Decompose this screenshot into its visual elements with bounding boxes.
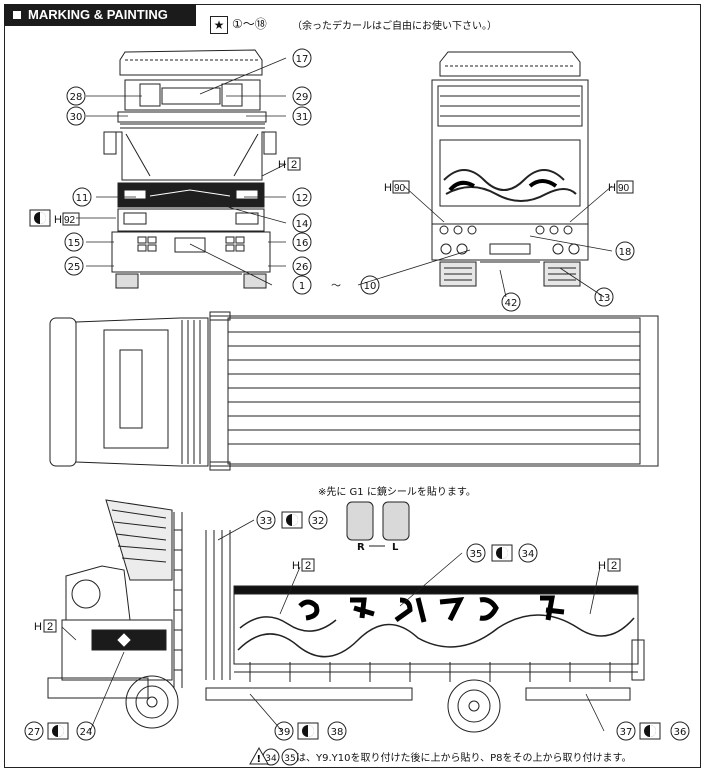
callout-36: 36	[674, 727, 687, 738]
front-view	[103, 49, 277, 289]
h92-label-num: 92	[64, 215, 76, 226]
callout-34-bottom: 34	[265, 754, 277, 764]
callout-25: 25	[68, 262, 81, 273]
callout-11: 11	[76, 193, 89, 204]
callout-39: 39	[278, 727, 291, 738]
mirror-label-l: L	[392, 542, 399, 553]
callout-33: 33	[260, 516, 273, 527]
callout-14: 14	[296, 219, 309, 230]
callout-29: 29	[296, 92, 309, 103]
h2-label-cab-num: 2	[47, 621, 53, 633]
star-icon: ★	[210, 16, 228, 34]
h90-label-left: H	[384, 182, 392, 194]
h2-label-front-num: 2	[291, 159, 297, 171]
rear-view	[431, 51, 589, 287]
callout-27: 27	[28, 727, 41, 738]
callout-32: 32	[312, 516, 325, 527]
callout-37: 37	[620, 727, 633, 738]
callout-31: 31	[296, 112, 309, 123]
h90-label-left-num: 90	[394, 183, 406, 194]
callout-30: 30	[70, 112, 83, 123]
section-header: MARKING & PAINTING	[4, 4, 196, 26]
callout-34: 34	[522, 549, 535, 560]
callout-42: 42	[505, 298, 518, 309]
callout-17: 17	[296, 54, 309, 65]
callout-35: 35	[470, 549, 483, 560]
callout-28: 28	[70, 92, 83, 103]
h2-label-front: H	[278, 159, 286, 171]
mirror-sticker-note: ※先に G1 に鏡シールを貼ります。	[318, 487, 476, 498]
header-title: MARKING & PAINTING	[28, 7, 168, 22]
callout-38: 38	[331, 727, 344, 738]
callout-15: 15	[68, 238, 81, 249]
warning-icon: !	[249, 746, 269, 765]
callout-10: 10	[364, 281, 377, 292]
callout-1: 1	[299, 281, 305, 292]
top-view	[49, 311, 659, 471]
color-chips	[29, 209, 661, 740]
callout-16: 16	[296, 238, 309, 249]
h2-label-side-left: H	[292, 560, 300, 572]
h90-label-right-num: 90	[618, 183, 630, 194]
svg-text:!: !	[257, 754, 262, 765]
header-square-icon	[13, 11, 21, 20]
page-frame	[4, 4, 701, 768]
callout-13: 13	[598, 293, 611, 304]
bottom-instruction: は、Y9.Y10を取り付けた後に上から貼り、P8をその上から取り付けます。	[296, 753, 632, 764]
h2-label-side-right-num: 2	[611, 560, 617, 572]
callout-18: 18	[619, 247, 632, 258]
mirror-label-r: R	[357, 542, 365, 553]
leftover-decal-note: （余ったデカールはご自由にお使い下さい。）	[292, 21, 497, 32]
h90-label-right: H	[608, 182, 616, 194]
callout-35-bottom: 35	[284, 754, 295, 764]
decal-range: ①～⑱	[232, 17, 267, 31]
h2-label-side-left-num: 2	[305, 560, 311, 572]
callout-tilde: ～	[331, 281, 341, 292]
h2-label-side-right: H	[598, 560, 606, 572]
h92-label: H	[54, 214, 62, 226]
h2-label-cab: H	[34, 621, 42, 633]
callout-12: 12	[296, 193, 309, 204]
callout-24: 24	[80, 727, 93, 738]
callout-26: 26	[296, 262, 309, 273]
side-view	[47, 499, 645, 733]
